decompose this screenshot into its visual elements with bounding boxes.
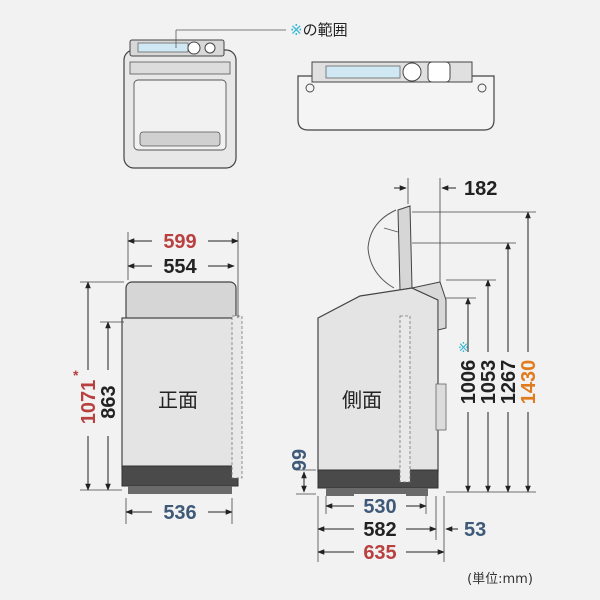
side-depth-base-value: 530: [363, 496, 396, 518]
front-width-base-value: 536: [163, 502, 196, 524]
side-depth-body-bg: [354, 517, 406, 539]
side-foot-height-value: 99: [289, 449, 311, 471]
top-side-body: [297, 75, 495, 131]
top-side-knob-1: [402, 62, 422, 82]
front-width-body-bg: [152, 254, 208, 276]
top-front-detergent-tray: [137, 42, 189, 53]
side-feet: [326, 488, 428, 496]
front-height-body-value: 863: [98, 385, 120, 418]
front-height-total-value: 1071: [78, 380, 100, 425]
front-base: [121, 465, 239, 487]
front-width-total-value: 599: [163, 231, 196, 253]
top-side-tray: [325, 65, 401, 79]
front-hose: [231, 315, 243, 479]
top-front-handle: [139, 131, 221, 147]
top-side-knob-2: [427, 61, 451, 83]
side-body: [317, 287, 439, 473]
front-view: 正面: [121, 281, 243, 494]
front-width-total-bg: [152, 229, 208, 251]
side-lid-hinge-line: [383, 227, 399, 233]
top-view-side: [297, 61, 495, 131]
side-lid-open: [397, 205, 413, 291]
front-height-total-mark: *: [73, 367, 79, 383]
side-depth-total-value: 635: [363, 542, 396, 564]
top-side-screw-right: [477, 83, 487, 93]
front-feet: [128, 486, 232, 494]
side-label: 側面: [342, 388, 382, 412]
top-view-front: [123, 39, 237, 169]
side-hose-value: 53: [464, 519, 486, 541]
side-depth-total-bg: [354, 540, 406, 562]
side-depth-body-value: 582: [363, 519, 396, 541]
callout-label: ※の範囲: [290, 21, 348, 39]
side-h3-value: 1267: [498, 360, 520, 405]
top-side-screw-left: [305, 83, 315, 93]
side-hose: [399, 315, 411, 483]
side-rear-port: [435, 383, 447, 431]
front-width-body-value: 554: [163, 256, 197, 278]
front-height-bg: [76, 370, 120, 436]
front-body: [121, 317, 239, 469]
callout-text: の範囲: [303, 21, 348, 39]
front-label: 正面: [158, 388, 198, 412]
side-h2-value: 1053: [478, 360, 500, 405]
side-lid-offset-value: 182: [464, 178, 497, 200]
side-heights-bg: [454, 352, 542, 412]
unit-note: (単位:mm): [467, 571, 533, 587]
top-front-lid-top: [129, 61, 231, 75]
side-view: 側面: [317, 205, 447, 496]
side-h1-mark: ※: [458, 341, 469, 356]
side-depth-base-bg: [354, 494, 406, 516]
side-h1-value: 1006: [458, 360, 480, 405]
callout-mark: ※: [290, 21, 303, 39]
front-lid: [125, 281, 237, 323]
side-h4-value: 1430: [518, 360, 540, 405]
side-base: [317, 469, 439, 489]
top-front-knob-1: [187, 41, 201, 55]
top-front-knob-2: [204, 42, 216, 54]
side-lid-swing-arc: [367, 209, 397, 289]
front-width-base-bg: [152, 500, 208, 522]
